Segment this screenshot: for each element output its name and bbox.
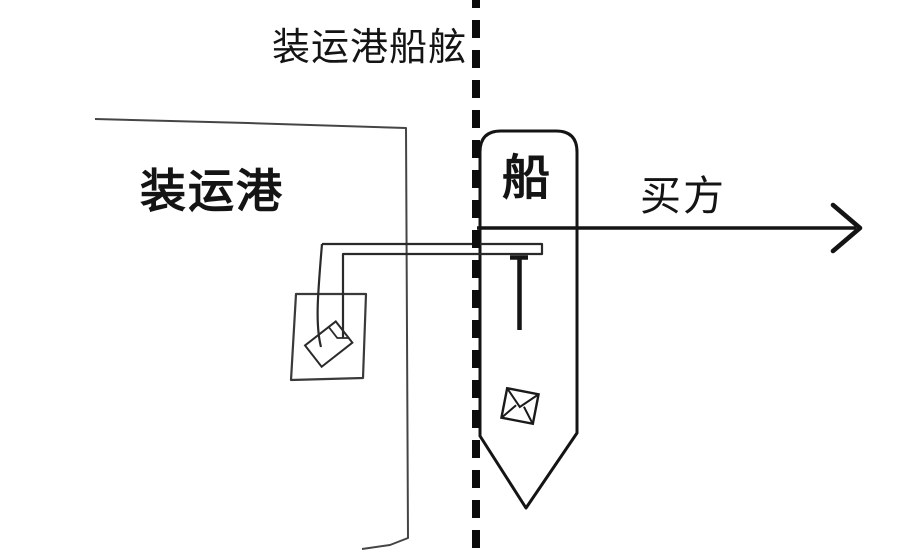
arrowhead-icon <box>830 202 863 254</box>
hook-icon <box>510 255 528 330</box>
ship-label: 船 <box>502 152 552 205</box>
cargo-envelope-icon <box>303 320 354 369</box>
crane-plank-and-cables <box>316 242 544 348</box>
port-of-shipment-label: 装运港 <box>140 165 284 217</box>
port-boundary-line <box>94 118 409 550</box>
ship-envelope-icon <box>500 386 540 426</box>
ship-rail-label: 装运港船舷 <box>272 27 468 69</box>
buyer-label: 买方 <box>640 173 726 219</box>
buyer-arrow <box>477 202 863 254</box>
